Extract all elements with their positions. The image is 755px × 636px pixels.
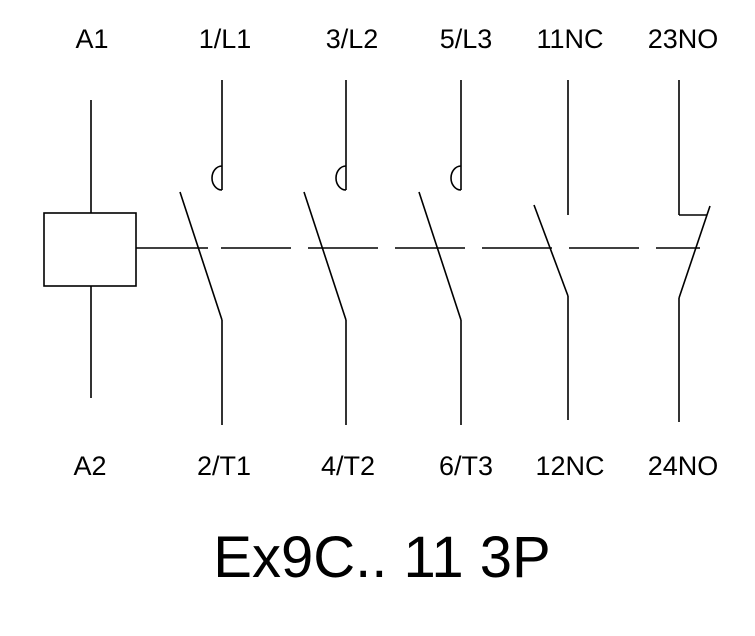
main-contact-l1 [179,80,223,425]
coil-terminal-a2-label: A2 [73,451,106,481]
terminal-23no-label: 23NO [648,24,719,54]
arc-chute-symbol [211,165,223,191]
coil-box [43,212,137,287]
product-code-caption: Ex9C.. 11 3P [213,525,550,590]
terminal-11nc-label: 11NC [536,24,603,54]
auxiliary-contact-no [678,80,711,422]
coil-symbol [43,100,208,398]
terminal-5-l3-label: 5/L3 [440,24,493,54]
contact-blade [678,205,711,299]
contact-blade [533,204,569,297]
main-contact-l3 [418,80,462,425]
terminal-3-l2-label: 3/L2 [326,24,379,54]
contact-blade [179,191,223,321]
terminal-4-t2-label: 4/T2 [321,451,375,481]
main-contact-l2 [303,80,347,425]
arc-chute-symbol [450,165,462,191]
contact-blade [303,191,347,321]
auxiliary-contact-nc [533,80,569,420]
arc-chute-symbol [335,165,347,191]
terminal-6-t3-label: 6/T3 [439,451,493,481]
contact-blade [418,191,462,321]
terminal-1-l1-label: 1/L1 [199,24,252,54]
terminal-12nc-label: 12NC [535,451,604,481]
terminal-2-t1-label: 2/T1 [197,451,251,481]
terminal-24no-label: 24NO [648,451,719,481]
coil-terminal-a1-label: A1 [75,24,108,54]
